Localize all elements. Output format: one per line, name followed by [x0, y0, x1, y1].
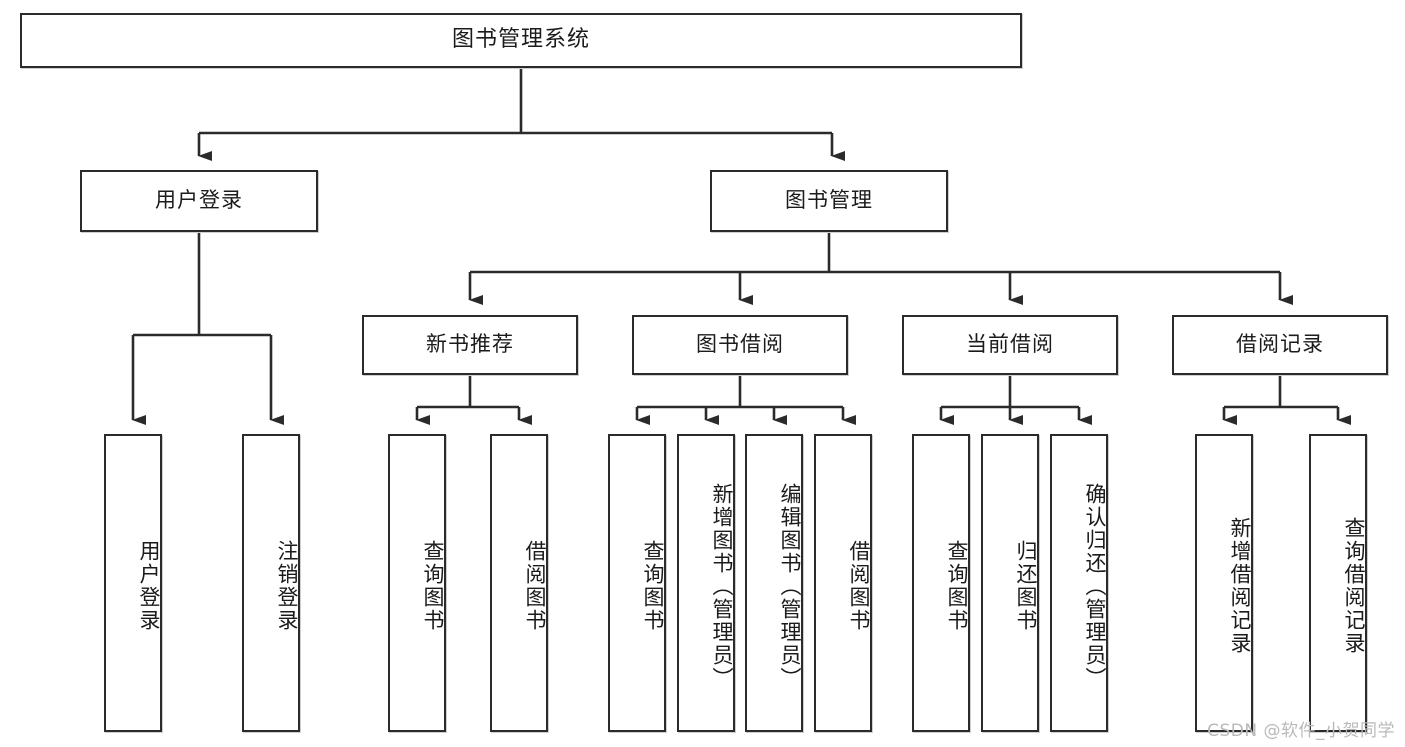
leaf-label: 编辑图书（管理员） — [778, 482, 802, 690]
node-user-login[interactable]: 用户登录 — [80, 170, 318, 232]
leaf-logout[interactable]: 注销登录 — [242, 434, 300, 732]
node-book-management[interactable]: 图书管理 — [710, 170, 948, 232]
leaf-add-borrow-record[interactable]: 新增借阅记录 — [1195, 434, 1253, 732]
leaf-label: 查询图书 — [421, 540, 445, 632]
leaf-label: 新增借阅记录 — [1228, 517, 1252, 655]
leaf-borrow-book[interactable]: 借阅图书 — [814, 434, 872, 732]
leaf-label: 用户登录 — [137, 540, 161, 632]
leaf-query-book-current[interactable]: 查询图书 — [912, 434, 970, 732]
leaf-label: 借阅图书 — [847, 540, 871, 632]
leaf-label: 注销登录 — [275, 540, 299, 632]
csdn-watermark: CSDN @软件_小贺同学 — [1207, 721, 1395, 741]
leaf-add-book-admin[interactable]: 新增图书（管理员） — [677, 434, 735, 732]
leaf-query-book-new[interactable]: 查询图书 — [388, 434, 446, 732]
leaf-label: 归还图书 — [1014, 540, 1038, 632]
leaf-return-book[interactable]: 归还图书 — [981, 434, 1039, 732]
leaf-label: 查询借阅记录 — [1342, 517, 1366, 655]
leaf-confirm-return-admin[interactable]: 确认归还（管理员） — [1050, 434, 1108, 732]
leaf-label: 查询图书 — [945, 540, 969, 632]
leaf-label: 确认归还（管理员） — [1083, 482, 1107, 690]
leaf-edit-book-admin[interactable]: 编辑图书（管理员） — [745, 434, 803, 732]
node-borrow-records[interactable]: 借阅记录 — [1172, 315, 1388, 375]
leaf-user-login[interactable]: 用户登录 — [104, 434, 162, 732]
leaf-label: 新增图书（管理员） — [710, 482, 734, 690]
leaf-label: 查询图书 — [641, 540, 665, 632]
node-new-book-recommend[interactable]: 新书推荐 — [362, 315, 578, 375]
node-current-borrow[interactable]: 当前借阅 — [902, 315, 1118, 375]
node-root-system[interactable]: 图书管理系统 — [20, 13, 1022, 68]
leaf-query-borrow-record[interactable]: 查询借阅记录 — [1309, 434, 1367, 732]
leaf-query-book-borrow[interactable]: 查询图书 — [608, 434, 666, 732]
leaf-borrow-book-new[interactable]: 借阅图书 — [490, 434, 548, 732]
node-book-borrow[interactable]: 图书借阅 — [632, 315, 848, 375]
leaf-label: 借阅图书 — [523, 540, 547, 632]
